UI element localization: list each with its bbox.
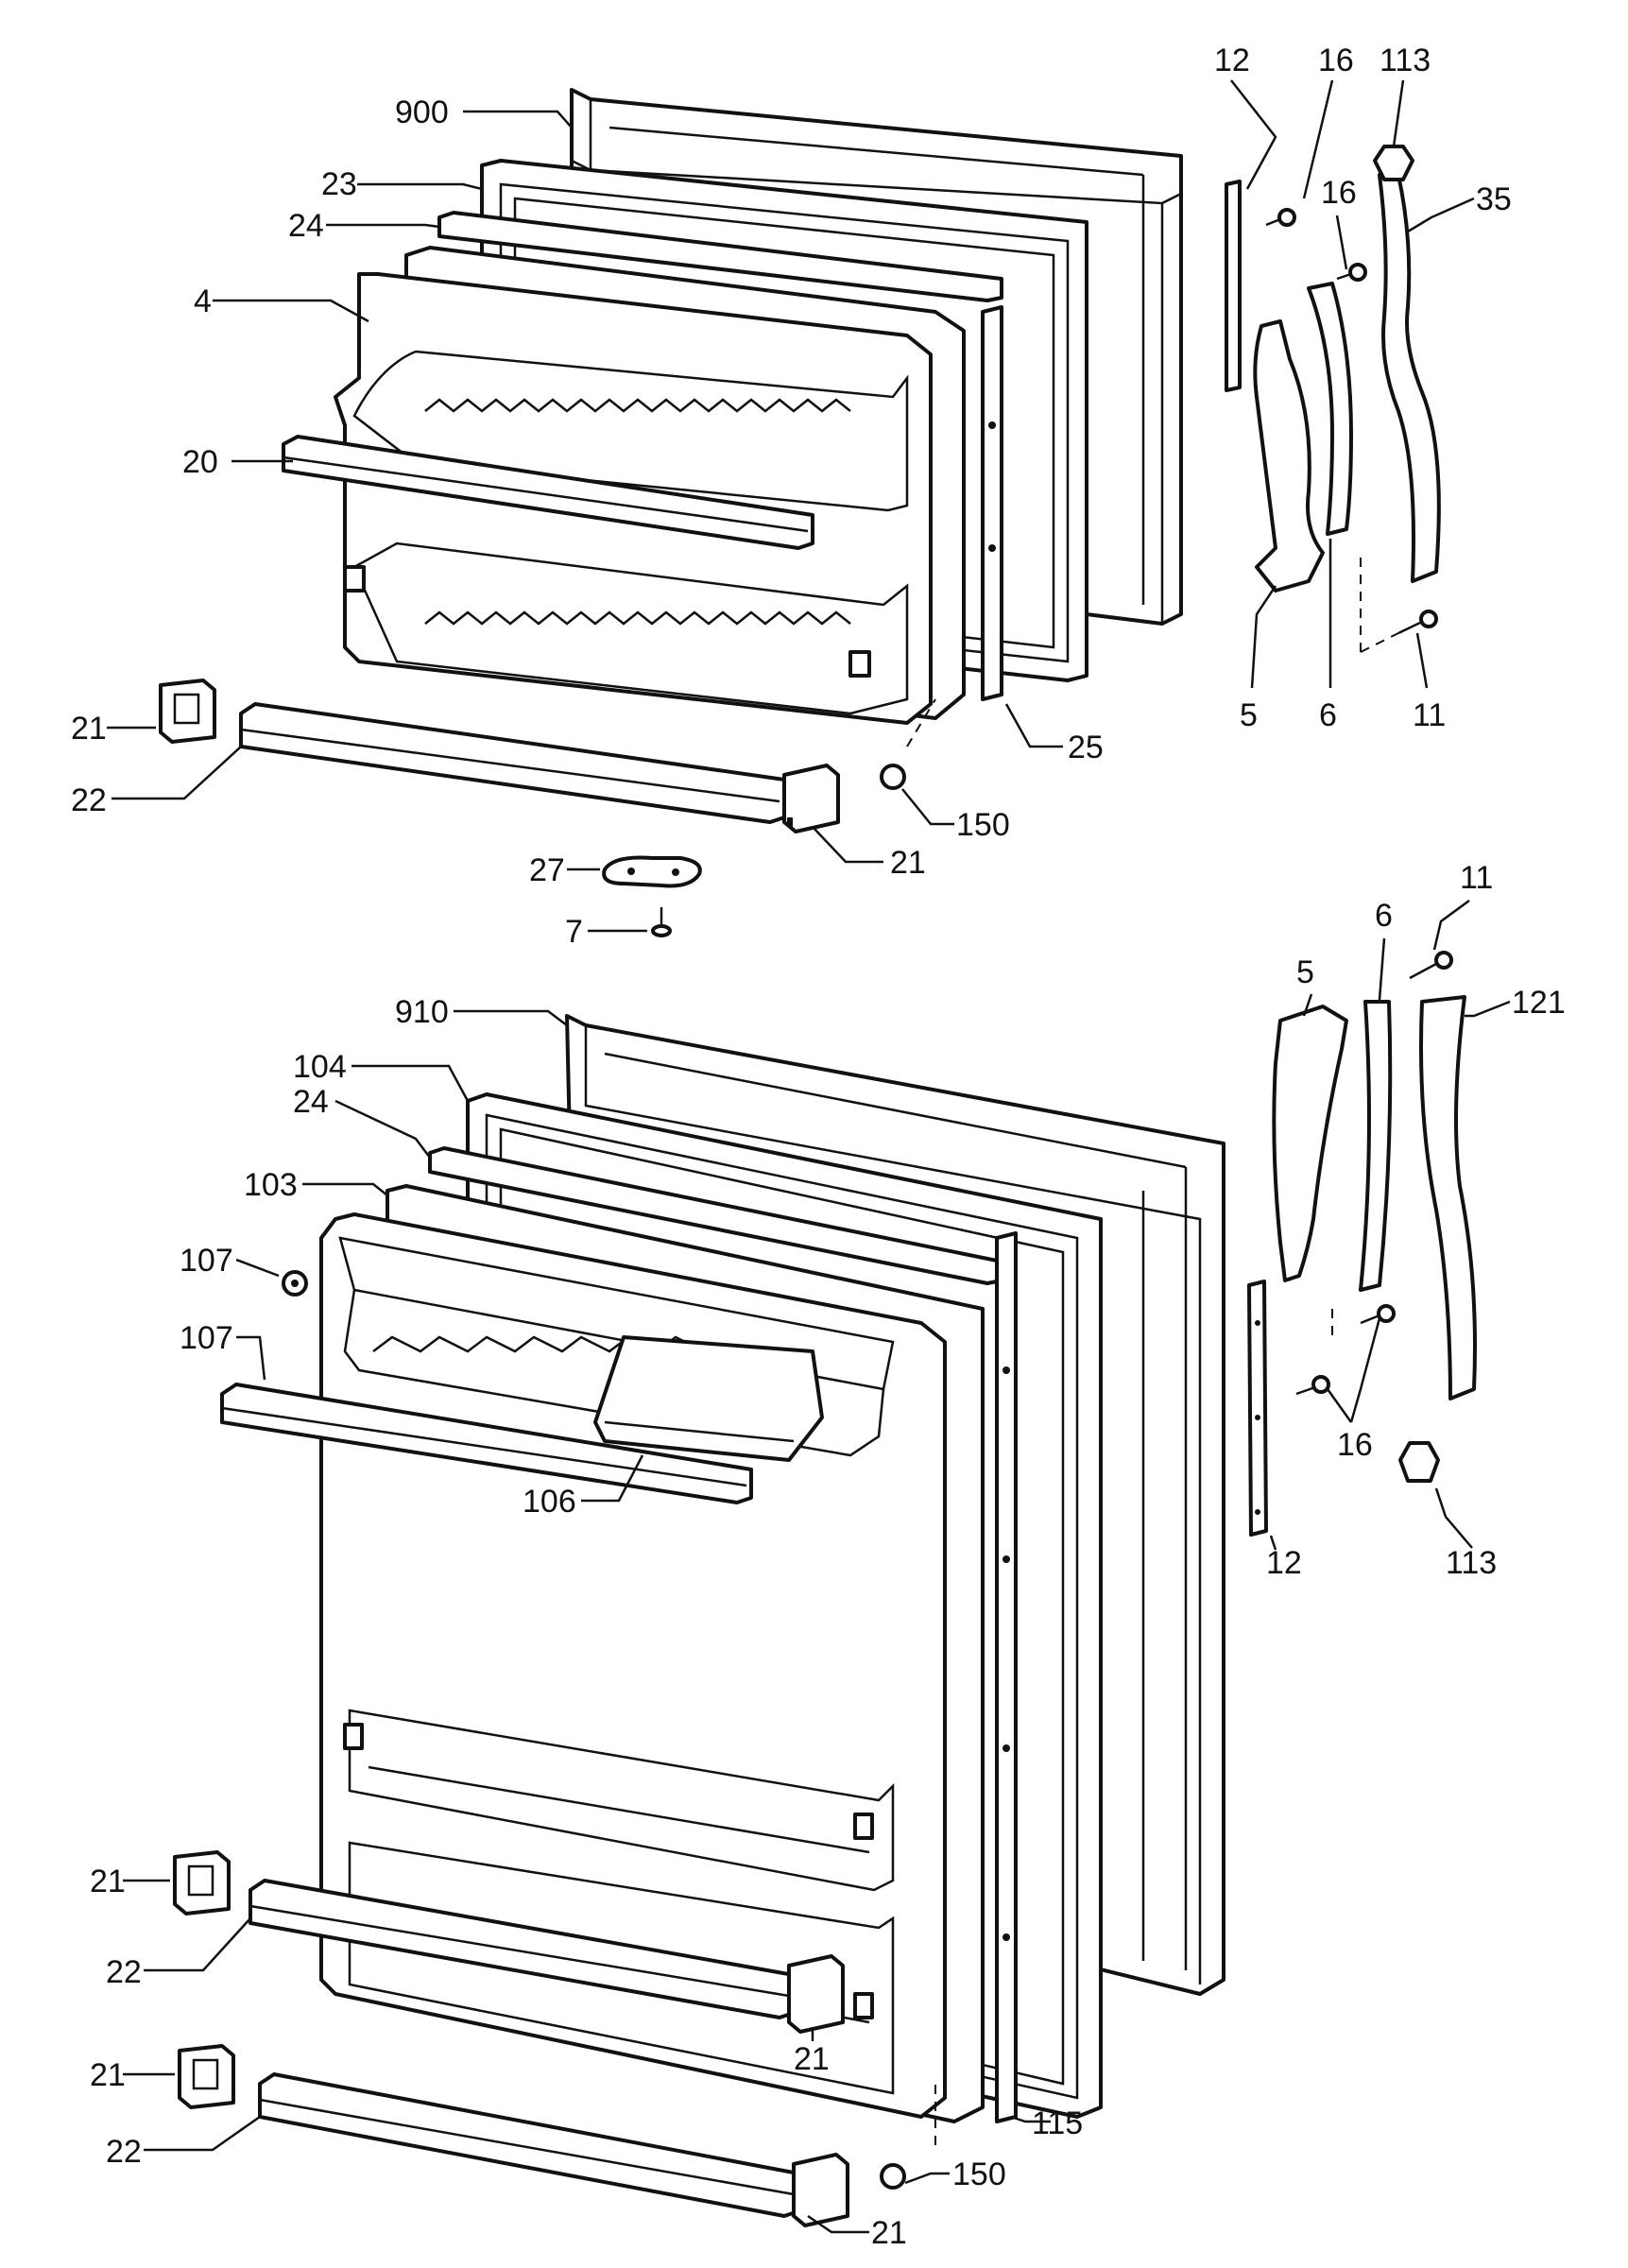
cap-113-upper (1373, 145, 1414, 181)
label-5-upper: 5 (1240, 697, 1258, 733)
part-labels: 900 23 24 4 20 21 22 21 150 27 7 25 12 1… (71, 43, 1566, 2251)
screw-16-a (1265, 208, 1296, 227)
screw-16-d (1295, 1375, 1330, 1396)
label-107-bar: 107 (180, 1320, 233, 1356)
fresh-food-door-assembly (173, 951, 1477, 2227)
side-strip-25 (981, 305, 1003, 701)
label-21-f: 21 (871, 2215, 907, 2251)
door-bar-22 (239, 702, 786, 824)
freezer-door-assembly (159, 88, 1441, 937)
label-25: 25 (1068, 730, 1104, 765)
handle-trim-6-upper (1307, 282, 1353, 536)
screw-11-lower (1409, 951, 1453, 980)
breaker-strip-24 (437, 211, 1003, 302)
end-cap-21-left (159, 679, 216, 744)
label-22-a: 22 (71, 782, 107, 818)
label-20: 20 (182, 444, 218, 480)
label-16-a: 16 (1318, 43, 1354, 78)
label-21-e: 21 (90, 2057, 126, 2093)
end-cap-21-right (782, 764, 840, 833)
label-103: 103 (244, 1167, 298, 1203)
end-cap-21-mid-left (173, 1850, 231, 1916)
label-104: 104 (293, 1049, 347, 1085)
label-7: 7 (565, 914, 583, 950)
label-900: 900 (395, 94, 449, 130)
label-12-lower: 12 (1266, 1545, 1302, 1581)
label-910: 910 (395, 994, 449, 1030)
end-cap-21-bottom-right (792, 2153, 849, 2227)
screw-150-upper (880, 698, 936, 790)
label-4: 4 (194, 284, 212, 319)
label-21-a: 21 (71, 711, 107, 747)
label-22-b: 22 (106, 1954, 142, 1990)
label-24-lower: 24 (293, 1084, 329, 1120)
label-16-c: 16 (1337, 1427, 1373, 1463)
label-27: 27 (529, 852, 565, 888)
label-11-upper: 11 (1413, 697, 1446, 733)
label-115: 115 (1032, 2105, 1083, 2141)
plug-107 (282, 1270, 308, 1297)
label-6-lower: 6 (1375, 898, 1393, 934)
label-21-d: 21 (794, 2041, 830, 2077)
screw-16-c (1331, 1304, 1396, 1342)
label-5-lower: 5 (1296, 954, 1314, 990)
door-liner-4 (334, 246, 966, 725)
upper-shelf-ribs (424, 398, 851, 413)
leader-lines (107, 79, 1511, 2234)
label-35: 35 (1476, 181, 1512, 217)
handle-cover-35 (1378, 173, 1441, 583)
screw-7 (651, 907, 672, 937)
lower-shelf-ribs (424, 610, 851, 626)
label-106: 106 (523, 1484, 576, 1520)
door-bar-22-bottom (258, 2072, 800, 2218)
label-11-lower: 11 (1460, 860, 1493, 896)
screw-150-lower (880, 2079, 936, 2190)
label-150-upper: 150 (956, 807, 1010, 843)
label-12-upper: 12 (1214, 43, 1250, 78)
side-strip-115 (995, 1231, 1018, 2123)
label-113-lower: 113 (1446, 1545, 1497, 1581)
label-16-b: 16 (1321, 175, 1357, 211)
label-24-upper: 24 (288, 208, 324, 244)
hinge-bracket-12-upper (1225, 180, 1242, 392)
dairy-door-106 (593, 1335, 824, 1462)
label-150-lower: 150 (952, 2156, 1006, 2192)
label-107-plug: 107 (180, 1243, 233, 1279)
label-113-upper: 113 (1380, 43, 1431, 78)
label-23: 23 (321, 166, 357, 202)
handle-5-upper (1253, 319, 1325, 593)
cap-113-lower (1398, 1441, 1440, 1483)
hinge-bracket-12-lower (1247, 1280, 1268, 1537)
label-21-c: 21 (90, 1864, 126, 1899)
label-21-b: 21 (890, 845, 926, 881)
label-121: 121 (1512, 985, 1566, 1021)
shelf-bar-20 (282, 435, 814, 550)
handle-trim-6-lower (1359, 1000, 1393, 1292)
end-cap-21-mid-right (787, 1954, 845, 2034)
handle-cover-121 (1419, 995, 1477, 1400)
label-22-c: 22 (106, 2134, 142, 2170)
handle-5-lower (1272, 1005, 1348, 1282)
end-cap-21-bottom-left (178, 2044, 235, 2109)
shelf-bar-107 (220, 1383, 753, 1504)
screw-16-b (1336, 263, 1367, 282)
label-6-upper: 6 (1319, 697, 1337, 733)
screw-11-upper (1360, 558, 1438, 653)
clip-27 (602, 855, 702, 888)
